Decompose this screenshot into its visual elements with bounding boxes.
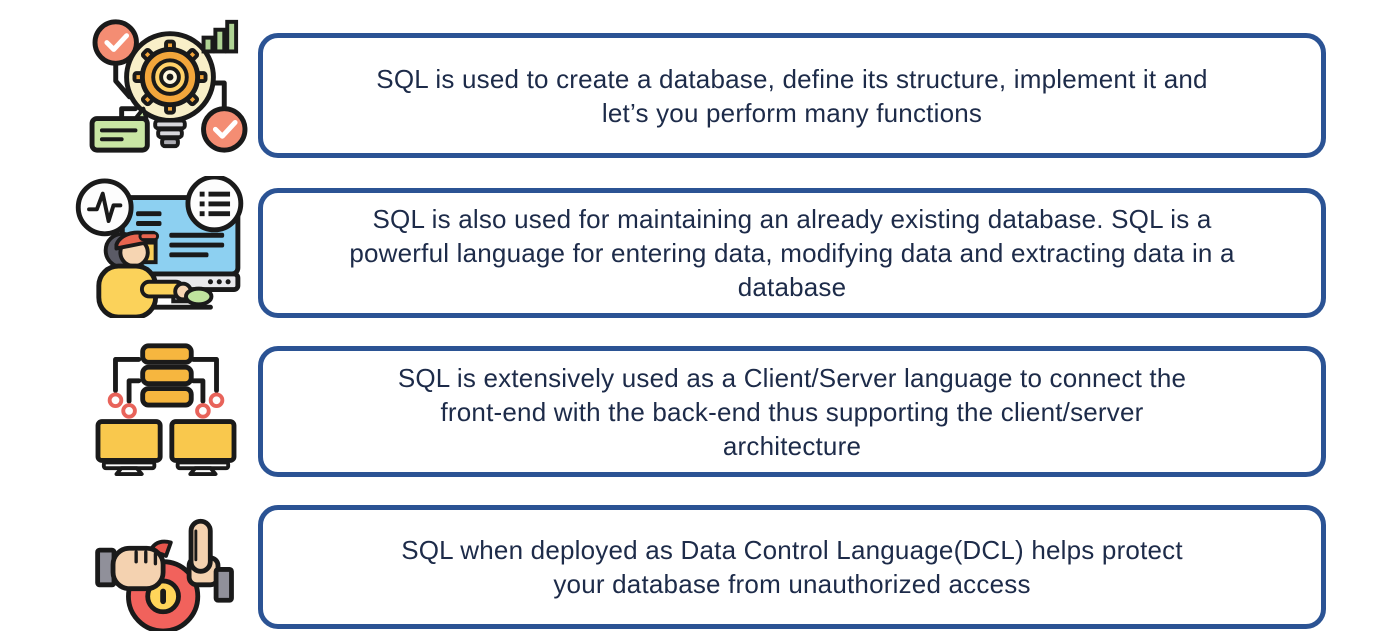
idea-gear-analytics-icon	[85, 10, 255, 158]
info-box-text: SQL is extensively used as a Client/Serv…	[397, 362, 1187, 461]
info-box-create-database: SQL is used to create a database, define…	[258, 33, 1326, 158]
info-box-text: SQL is also used for maintaining an alre…	[349, 204, 1235, 302]
developer-workstation-icon	[75, 176, 247, 318]
info-box-client-server: SQL is extensively used as a Client/Serv…	[258, 346, 1326, 477]
info-box-maintain-database: SQL is also used for maintaining an alre…	[258, 188, 1326, 318]
client-server-network-icon	[88, 340, 244, 476]
info-box-text: SQL is used to create a database, define…	[376, 63, 1208, 128]
info-box-access-control: SQL when deployed as Data Control Langua…	[258, 505, 1326, 629]
info-box-text: SQL when deployed as Data Control Langua…	[401, 535, 1183, 599]
access-control-security-icon	[92, 502, 240, 631]
